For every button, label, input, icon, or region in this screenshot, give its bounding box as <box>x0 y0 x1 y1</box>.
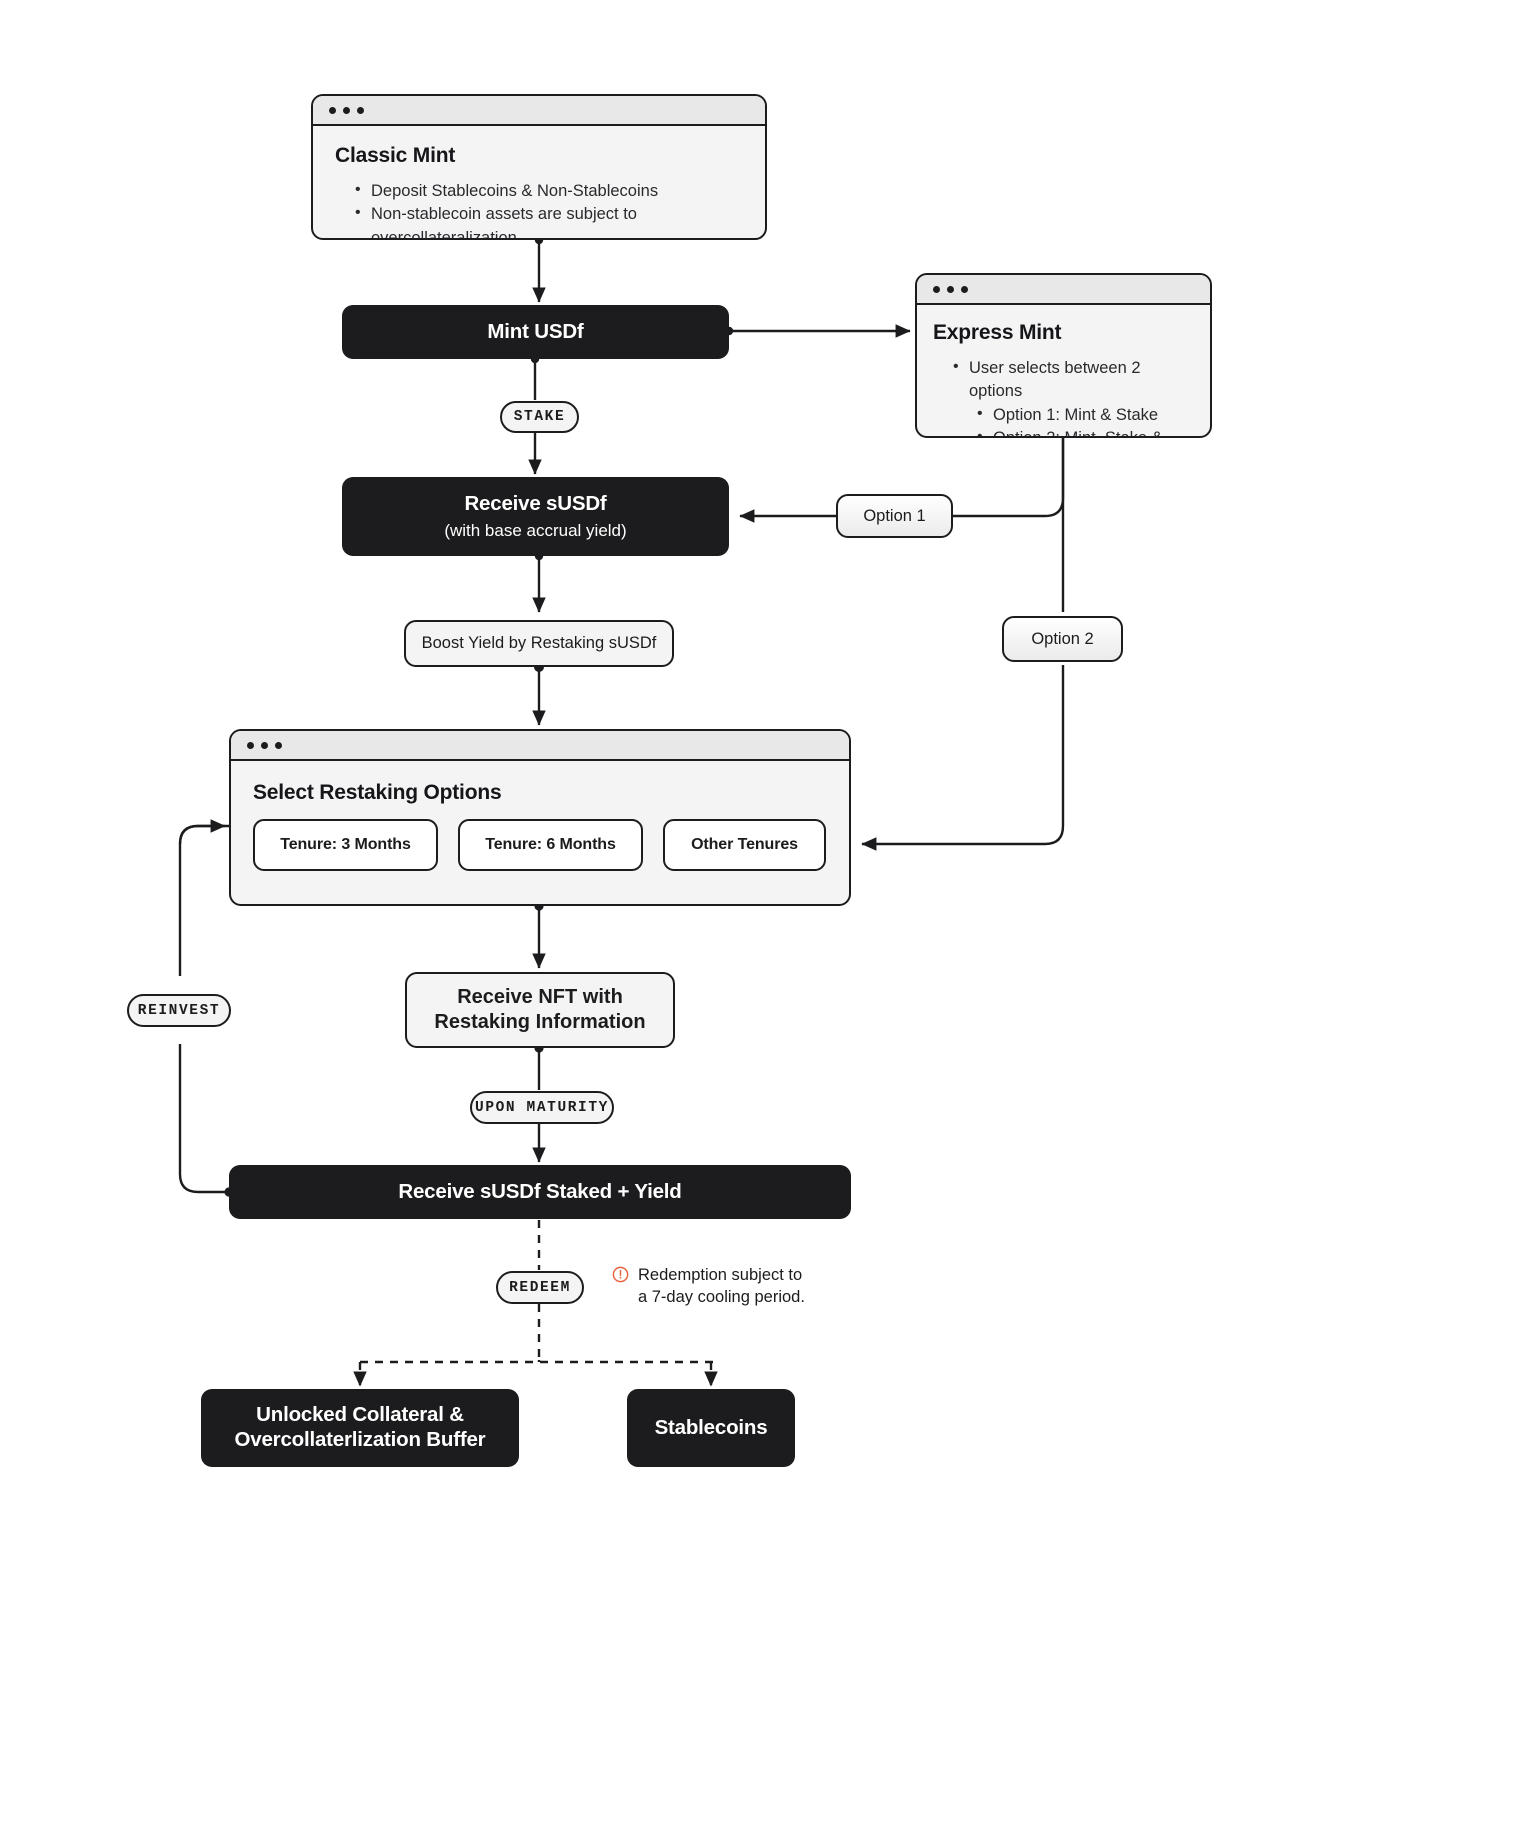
redemption-note: Redemption subject to a 7-day cooling pe… <box>612 1264 872 1309</box>
window-dot-icon <box>961 285 968 293</box>
receive-susdf-title: Receive sUSDf <box>464 492 607 515</box>
window-titlebar <box>313 96 765 126</box>
receive-nft-line2: Restaking Information <box>434 1011 646 1033</box>
window-dot-icon <box>343 106 350 114</box>
tenure-label: Other Tenures <box>691 836 798 853</box>
express-mint-sub-bullets: Option 1: Mint & Stake Option 2: Mint, S… <box>953 403 1196 436</box>
receive-susdf-node[interactable]: Receive sUSDf (with base accrual yield) <box>342 477 729 556</box>
list-item: Option 1: Mint & Stake <box>977 403 1196 427</box>
redemption-note-line2: a 7-day cooling period. <box>638 1288 805 1307</box>
window-dot-icon <box>357 106 364 114</box>
window-titlebar <box>231 731 849 761</box>
select-restaking-options-panel: Select Restaking Options Tenure: 3 Month… <box>229 729 851 906</box>
tenure-option-other[interactable]: Other Tenures <box>663 819 826 871</box>
redemption-note-text: Redemption subject to a 7-day cooling pe… <box>638 1264 805 1309</box>
option-2-label: Option 2 <box>1031 629 1094 648</box>
window-dot-icon <box>329 106 336 114</box>
output-line1: Unlocked Collateral & <box>256 1403 464 1427</box>
tenure-options-row: Tenure: 3 Months Tenure: 6 Months Other … <box>253 819 827 871</box>
window-dot-icon <box>247 741 254 749</box>
restaking-panel-title: Select Restaking Options <box>253 781 502 804</box>
classic-mint-bullets: Deposit Stablecoins & Non-Stablecoins No… <box>335 179 743 238</box>
boost-yield-node[interactable]: Boost Yield by Restaking sUSDf <box>404 620 674 667</box>
redeem-label: REDEEM <box>509 1279 571 1296</box>
option-2-chip[interactable]: Option 2 <box>1002 616 1123 662</box>
tenure-option-3-months[interactable]: Tenure: 3 Months <box>253 819 438 871</box>
reinvest-edge-label: REINVEST <box>127 994 231 1027</box>
redemption-note-line1: Redemption subject to <box>638 1266 803 1284</box>
express-mint-body: Express Mint User selects between 2 opti… <box>917 305 1210 436</box>
upon-maturity-edge-label: UPON MATURITY <box>470 1091 614 1124</box>
upon-maturity-label: UPON MATURITY <box>475 1099 609 1116</box>
list-item: Deposit Stablecoins & Non-Stablecoins <box>355 179 743 203</box>
option-1-label: Option 1 <box>863 506 926 525</box>
receive-nft-node[interactable]: Receive NFT with Restaking Information <box>405 972 675 1048</box>
classic-mint-panel: Classic Mint Deposit Stablecoins & Non-S… <box>311 94 767 240</box>
tenure-option-6-months[interactable]: Tenure: 6 Months <box>458 819 643 871</box>
output-line2: Overcollaterlization Buffer <box>234 1428 486 1451</box>
reinvest-label: REINVEST <box>137 1002 221 1019</box>
receive-staked-yield-node[interactable]: Receive sUSDf Staked + Yield <box>229 1165 851 1219</box>
tenure-label: Tenure: 6 Months <box>485 836 616 853</box>
window-dot-icon <box>275 741 282 749</box>
classic-mint-title: Classic Mint <box>335 144 456 167</box>
mint-usdf-node[interactable]: Mint USDf <box>342 305 729 359</box>
output-unlocked-collateral-node[interactable]: Unlocked Collateral & Overcollaterlizati… <box>201 1389 519 1467</box>
window-dot-icon <box>261 741 268 749</box>
option-1-chip[interactable]: Option 1 <box>836 494 953 538</box>
window-dot-icon <box>947 285 954 293</box>
receive-susdf-subtitle: (with base accrual yield) <box>444 520 627 540</box>
output-line1: Stablecoins <box>654 1415 768 1439</box>
receive-nft-line1: Receive NFT with <box>457 986 623 1008</box>
window-dot-icon <box>933 285 940 293</box>
list-item: User selects between 2 options <box>953 356 1196 404</box>
redeem-edge-label: REDEEM <box>496 1271 584 1304</box>
list-item: Option 2: Mint, Stake & Restake <box>977 426 1196 436</box>
mint-usdf-label: Mint USDf <box>487 319 584 343</box>
receive-staked-yield-label: Receive sUSDf Staked + Yield <box>398 1179 682 1203</box>
restaking-panel-body: Select Restaking Options Tenure: 3 Month… <box>231 761 849 871</box>
output-stablecoins-node[interactable]: Stablecoins <box>627 1389 795 1467</box>
stake-label: STAKE <box>513 409 566 425</box>
list-item: Non-stablecoin assets are subject to ove… <box>355 202 743 238</box>
boost-yield-label: Boost Yield by Restaking sUSDf <box>421 634 657 653</box>
classic-mint-body: Classic Mint Deposit Stablecoins & Non-S… <box>313 126 765 238</box>
warning-circle-icon <box>612 1266 629 1283</box>
stake-edge-label: STAKE <box>500 401 579 433</box>
express-mint-title: Express Mint <box>933 321 1062 344</box>
window-titlebar <box>917 275 1210 305</box>
express-mint-panel: Express Mint User selects between 2 opti… <box>915 273 1212 438</box>
express-mint-bullets: User selects between 2 options Option 1:… <box>933 356 1196 436</box>
tenure-label: Tenure: 3 Months <box>280 836 411 853</box>
